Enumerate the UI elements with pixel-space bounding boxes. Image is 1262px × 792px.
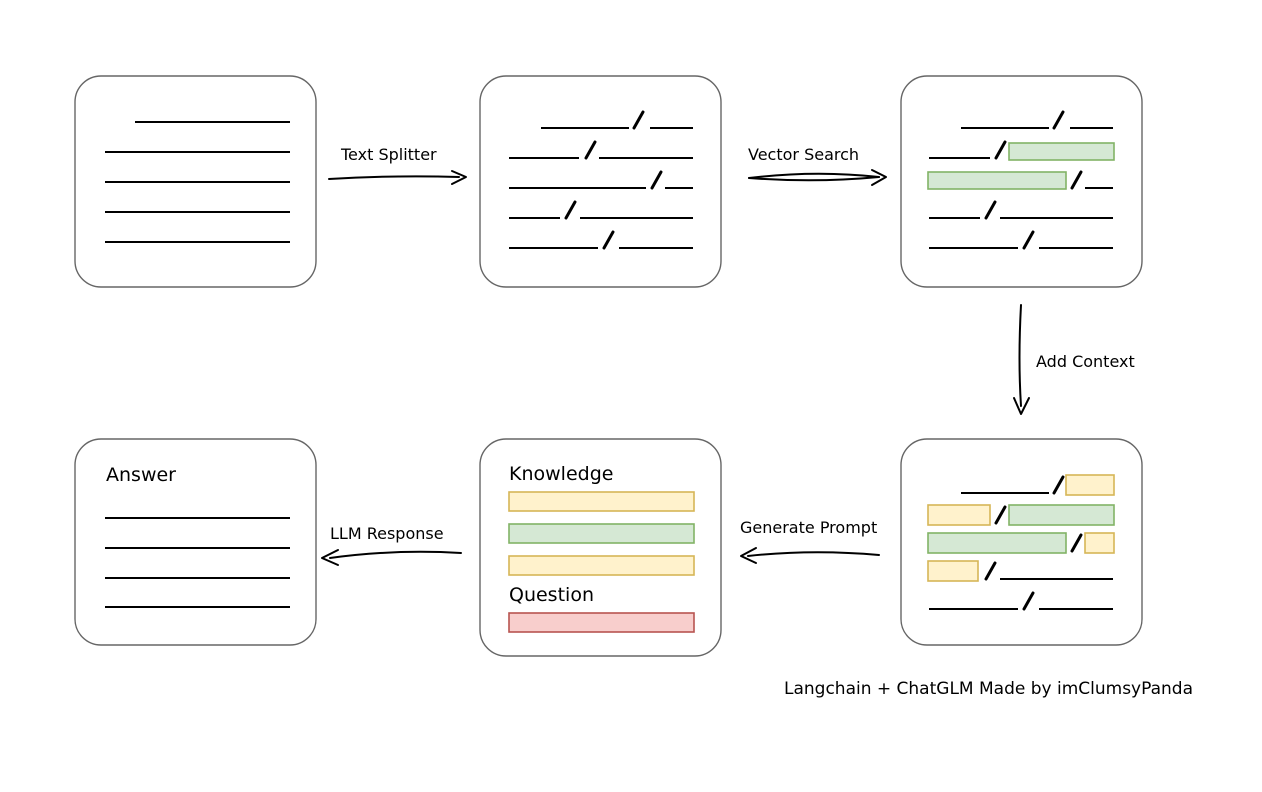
edge-label-generate-prompt: Generate Prompt	[740, 518, 878, 537]
knowledge-bar-3	[508, 555, 695, 576]
prompt-bars	[508, 491, 695, 633]
vector-matched-lines	[927, 110, 1115, 250]
node-answer[interactable]	[74, 438, 317, 646]
split-chunks-box[interactable]	[479, 75, 722, 288]
edge-label-text-splitter: Text Splitter	[341, 145, 437, 164]
context-highlight-green-1	[1008, 504, 1115, 526]
node-split-chunks[interactable]	[479, 75, 722, 288]
context-added-lines	[927, 474, 1115, 611]
knowledge-bar-2	[508, 523, 695, 544]
knowledge-bar-1	[508, 491, 695, 512]
matched-highlight-green-2	[927, 171, 1067, 190]
split-chunks-lines	[509, 110, 693, 250]
answer-title: Answer	[106, 464, 176, 486]
node-prompt[interactable]	[479, 438, 722, 657]
node-context-added[interactable]	[900, 438, 1143, 646]
matched-highlight-green-1	[1008, 142, 1115, 161]
answer-box[interactable]	[74, 438, 317, 646]
context-highlight-yellow-4	[927, 560, 979, 582]
source-document-lines	[105, 121, 290, 243]
edge-llm-response	[321, 549, 462, 566]
node-vector-matched[interactable]	[900, 75, 1143, 288]
edge-vector-search	[748, 169, 887, 186]
edge-label-add-context: Add Context	[1036, 352, 1135, 371]
knowledge-title: Knowledge	[509, 463, 614, 485]
edge-generate-prompt	[740, 547, 880, 564]
edge-add-context	[1013, 304, 1030, 415]
edge-text-splitter	[328, 170, 467, 185]
question-title: Question	[509, 584, 594, 606]
context-highlight-green-2	[927, 532, 1067, 554]
answer-lines	[105, 517, 290, 608]
question-bar-1	[508, 612, 695, 633]
context-highlight-yellow-1	[1065, 474, 1115, 496]
edge-label-llm-response: LLM Response	[330, 524, 444, 543]
footer-credit: Langchain + ChatGLM Made by imClumsyPand…	[784, 679, 1193, 699]
context-highlight-yellow-3	[1084, 532, 1115, 554]
context-highlight-yellow-2	[927, 504, 991, 526]
node-source-document[interactable]	[74, 75, 317, 288]
edge-label-vector-search: Vector Search	[748, 145, 860, 164]
